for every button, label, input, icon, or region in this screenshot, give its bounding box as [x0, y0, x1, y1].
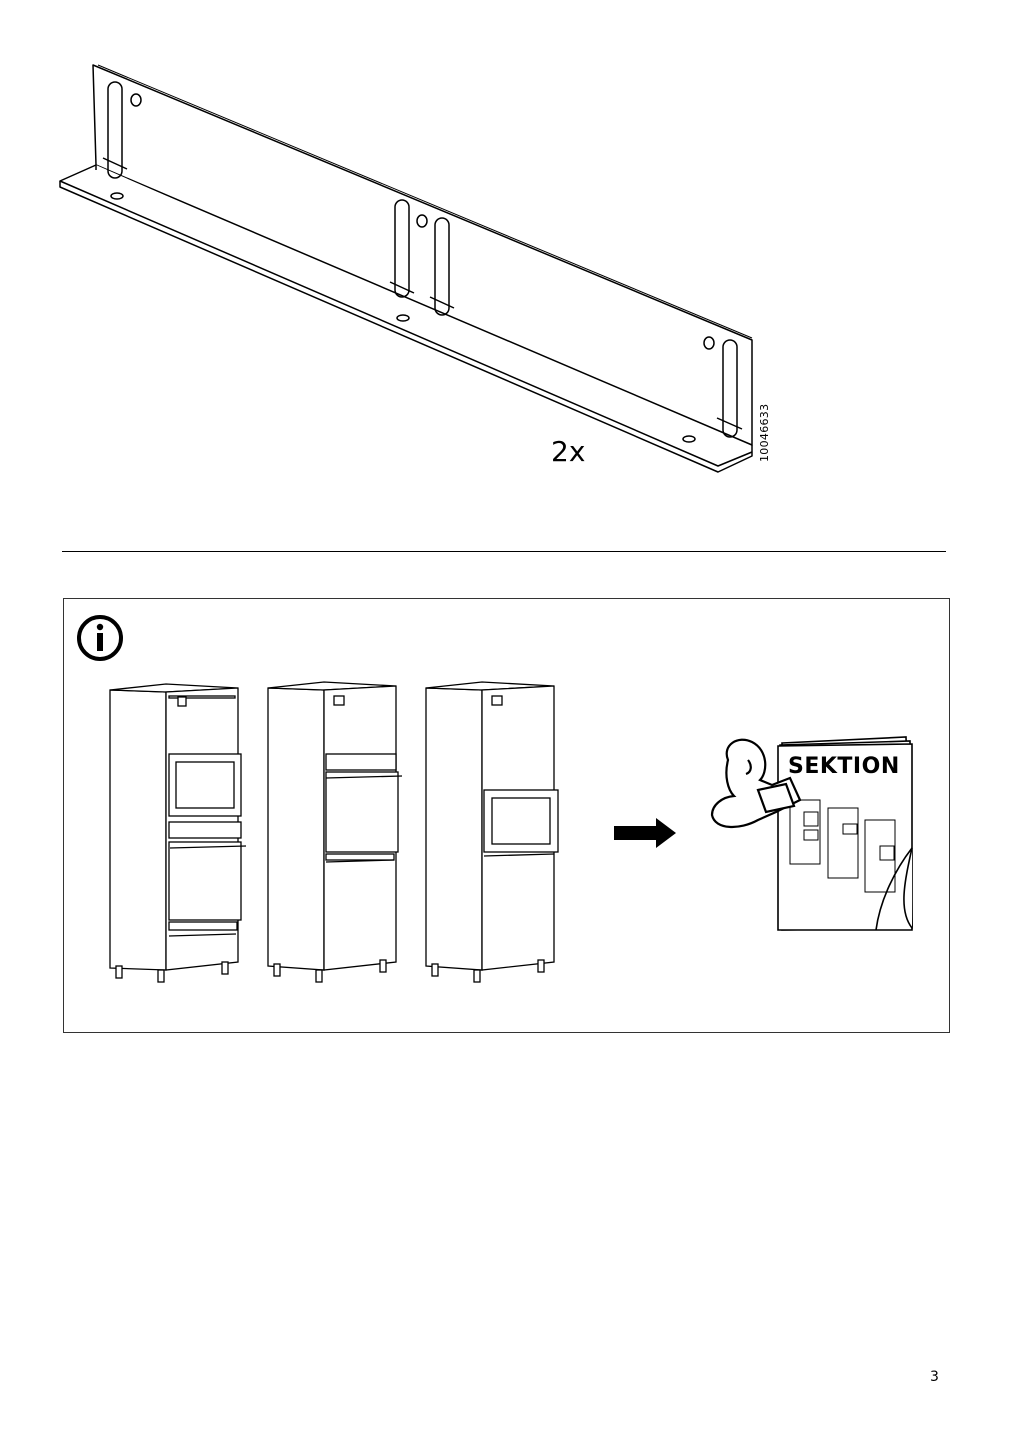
arrow-right-icon	[614, 818, 676, 848]
info-icon-glyph	[96, 623, 104, 651]
booklet-cabinets-icon	[789, 799, 896, 893]
booklet-title: SEKTION	[788, 754, 900, 779]
section-divider	[62, 551, 946, 552]
cabinet-double-oven-icon	[109, 683, 247, 983]
cabinet-microwave-icon	[425, 681, 559, 983]
booklet-icon	[777, 736, 913, 931]
bracket-rail-illustration	[59, 64, 753, 473]
quantity-label: 2x	[551, 435, 586, 468]
info-panel	[63, 598, 950, 1033]
page-number: 3	[930, 1369, 939, 1385]
info-icon	[77, 615, 123, 661]
cabinet-oven-icon	[267, 681, 403, 983]
reading-person-icon	[710, 738, 802, 828]
